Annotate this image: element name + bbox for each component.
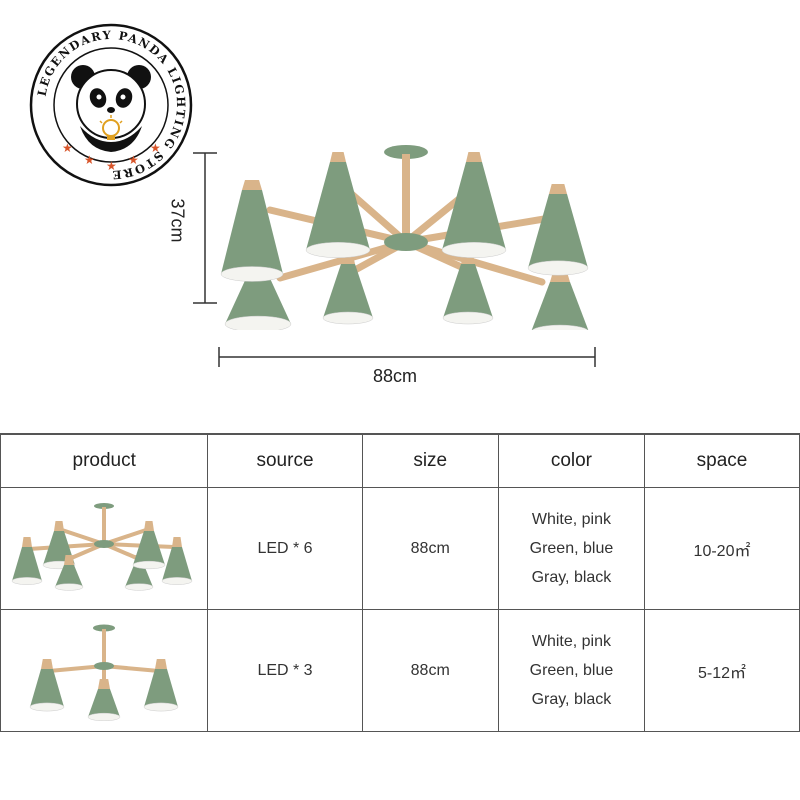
width-dimension-line <box>218 347 596 367</box>
header-space: space <box>644 433 800 488</box>
header-product: product <box>0 433 209 488</box>
lamp-opening <box>531 324 589 330</box>
product-thumbnail-3 <box>0 609 209 732</box>
svg-text:★: ★ <box>62 141 73 155</box>
spec-table: product source size color space LED * 6 … <box>0 433 800 732</box>
color-line: Gray, black <box>531 569 612 586</box>
header-color: color <box>497 433 646 488</box>
svg-text:★: ★ <box>128 153 139 167</box>
lamp-shade <box>125 564 154 587</box>
table-row: LED * 3 88cm White, pink Green, blue Gra… <box>0 609 800 732</box>
lamp-shade <box>162 546 193 581</box>
lamp-opening <box>442 311 494 325</box>
lamp-wood-cap <box>155 658 168 669</box>
lamp-opening <box>527 260 589 276</box>
lamp-shade <box>133 530 166 565</box>
lamp-wood-cap <box>549 184 567 194</box>
lamp-wood-cap <box>242 180 262 190</box>
lamp-opening <box>441 242 507 258</box>
lamp-opening <box>220 266 284 282</box>
lamp-shade <box>528 194 588 268</box>
lamp-wood-cap <box>330 152 346 162</box>
size-cell: 88cm <box>361 609 499 732</box>
svg-text:★: ★ <box>84 153 95 167</box>
source-cell: LED * 3 <box>207 609 363 732</box>
lamp-wood-cap <box>64 554 75 565</box>
source-cell: LED * 6 <box>207 487 363 610</box>
center-hub <box>384 233 428 251</box>
lamp-opening <box>305 242 371 258</box>
table-row: LED * 6 88cm White, pink Green, blue Gra… <box>0 487 800 610</box>
color-line: White, pink <box>531 511 611 528</box>
lamp-shade <box>221 190 283 274</box>
lamp-wood-cap <box>466 152 482 162</box>
svg-text:★: ★ <box>150 141 161 155</box>
lamp-opening <box>224 315 292 330</box>
ceiling-canopy <box>384 145 428 159</box>
header-size: size <box>361 433 499 488</box>
lamp-shade <box>225 274 291 324</box>
lamp-opening <box>143 702 179 711</box>
store-logo: LEGENDARY PANDA LIGHTING STORE ★ ★ ★ ★ ★ <box>29 23 193 187</box>
height-label: 37cm <box>167 198 188 243</box>
header-source: source <box>207 433 363 488</box>
color-line: Green, blue <box>529 662 614 679</box>
size-cell: 88cm <box>361 487 499 610</box>
space-cell: 5-12㎡ <box>644 609 800 732</box>
width-label: 88cm <box>372 366 417 386</box>
logo-stars: ★ ★ ★ ★ ★ <box>62 141 161 173</box>
lamp-opening <box>87 712 121 721</box>
lamp-opening <box>11 576 43 585</box>
lamp-shade <box>442 162 506 250</box>
lamp-opening <box>54 582 84 591</box>
space-cell: 10-20㎡ <box>644 487 800 610</box>
lamp-wood-cap <box>172 536 183 547</box>
lamp-shade <box>443 264 493 318</box>
color-cell: White, pink Green, blue Gray, black <box>497 487 646 610</box>
lamp-wood-cap <box>41 658 54 669</box>
table-header-row: product source size color space <box>0 433 800 488</box>
lamp-shade <box>30 668 65 707</box>
color-line: Gray, black <box>531 691 612 708</box>
svg-text:★: ★ <box>106 159 117 173</box>
lamp-shade <box>323 264 373 318</box>
color-line: Green, blue <box>529 540 614 557</box>
wood-arm <box>102 541 177 549</box>
lamp-opening <box>29 702 65 711</box>
lamp-shade <box>531 282 589 330</box>
lamp-wood-cap <box>144 520 155 531</box>
lamp-shade <box>12 546 43 581</box>
panda-lightbulb-icon <box>71 65 151 152</box>
lamp-shade <box>55 564 84 587</box>
product-thumbnail-6 <box>0 487 209 610</box>
lamp-opening <box>322 311 374 325</box>
lamp-wood-cap <box>98 678 111 689</box>
chandelier-image <box>220 145 589 330</box>
height-dimension-line <box>193 152 217 304</box>
color-cell: White, pink Green, blue Gray, black <box>497 609 646 732</box>
color-line: White, pink <box>531 633 611 650</box>
lamp-opening <box>132 560 166 569</box>
lamp-wood-cap <box>54 520 65 531</box>
lamp-wood-cap <box>22 536 33 547</box>
lamp-shade <box>306 162 370 250</box>
lamp-shade <box>144 668 179 707</box>
lamp-opening <box>124 582 154 591</box>
lamp-shade <box>88 688 121 717</box>
lamp-opening <box>161 576 193 585</box>
